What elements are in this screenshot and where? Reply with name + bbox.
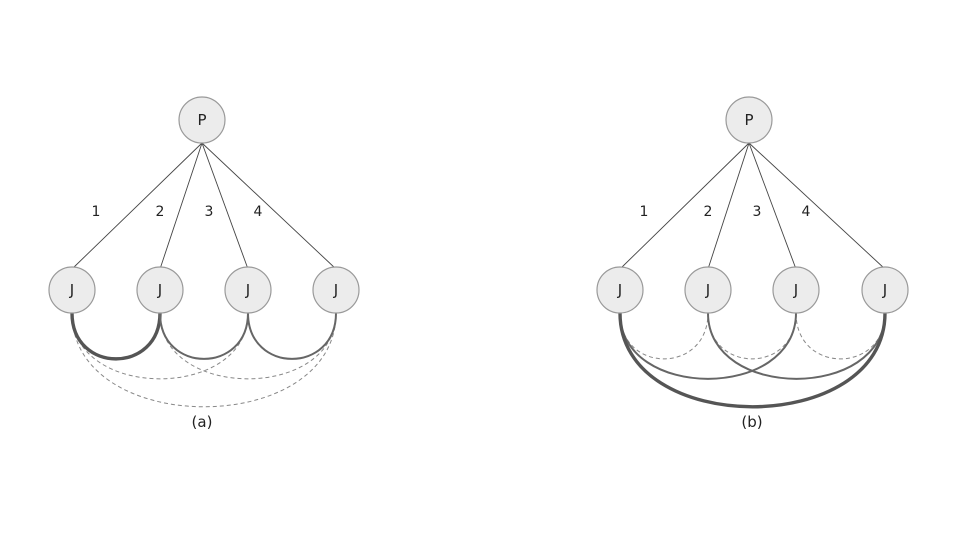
edge-label-1: 1 — [92, 204, 101, 220]
child-node-label: J — [882, 281, 887, 299]
edge-label-4: 4 — [254, 204, 263, 220]
arc-3-4 — [247, 312, 337, 360]
child-node-label: J — [793, 281, 798, 299]
parent-node — [725, 96, 773, 144]
child-node-2 — [684, 266, 732, 314]
child-node-label: J — [333, 281, 338, 299]
arc-3-4 — [795, 312, 886, 360]
edge-line-2 — [707, 142, 750, 270]
edge-line-2 — [159, 142, 203, 270]
edge-label-2: 2 — [156, 204, 165, 220]
child-node-3 — [772, 266, 820, 314]
child-node-1 — [48, 266, 96, 314]
arc-1-4 — [618, 312, 887, 409]
arc-2-3 — [707, 312, 797, 360]
edge-line-4 — [748, 142, 886, 270]
edge-label-2: 2 — [704, 204, 713, 220]
edge-line-4 — [201, 142, 337, 270]
arc-1-2 — [70, 312, 162, 361]
edge-line-3 — [748, 142, 797, 270]
parent-node-label: P — [197, 111, 206, 129]
diagram-a: P J J J J 1 2 3 4 (a) — [48, 96, 360, 431]
child-node-label: J — [245, 281, 250, 299]
parent-node-label: P — [744, 111, 753, 129]
child-node-label: J — [69, 281, 74, 299]
diagram-caption: (a) — [192, 413, 213, 431]
arc-1-3 — [619, 312, 797, 380]
child-node-label: J — [157, 281, 162, 299]
parent-node — [178, 96, 226, 144]
arc-2-3 — [159, 312, 249, 360]
child-node-2 — [136, 266, 184, 314]
arc-1-2 — [619, 312, 709, 360]
child-node-label: J — [705, 281, 710, 299]
edge-line-3 — [201, 142, 249, 270]
child-node-3 — [224, 266, 272, 314]
arc-2-4 — [707, 312, 886, 380]
child-node-4 — [861, 266, 909, 314]
child-node-4 — [312, 266, 360, 314]
child-node-label: J — [617, 281, 622, 299]
diagram-caption: (b) — [741, 413, 762, 431]
child-node-1 — [596, 266, 644, 314]
edge-label-3: 3 — [205, 204, 214, 220]
edge-line-1 — [71, 142, 203, 270]
edge-line-1 — [619, 142, 750, 270]
edge-label-4: 4 — [802, 204, 811, 220]
diagram-b: P J J J J 1 2 3 4 (b) — [596, 96, 909, 431]
edge-label-1: 1 — [640, 204, 649, 220]
edge-label-3: 3 — [753, 204, 762, 220]
